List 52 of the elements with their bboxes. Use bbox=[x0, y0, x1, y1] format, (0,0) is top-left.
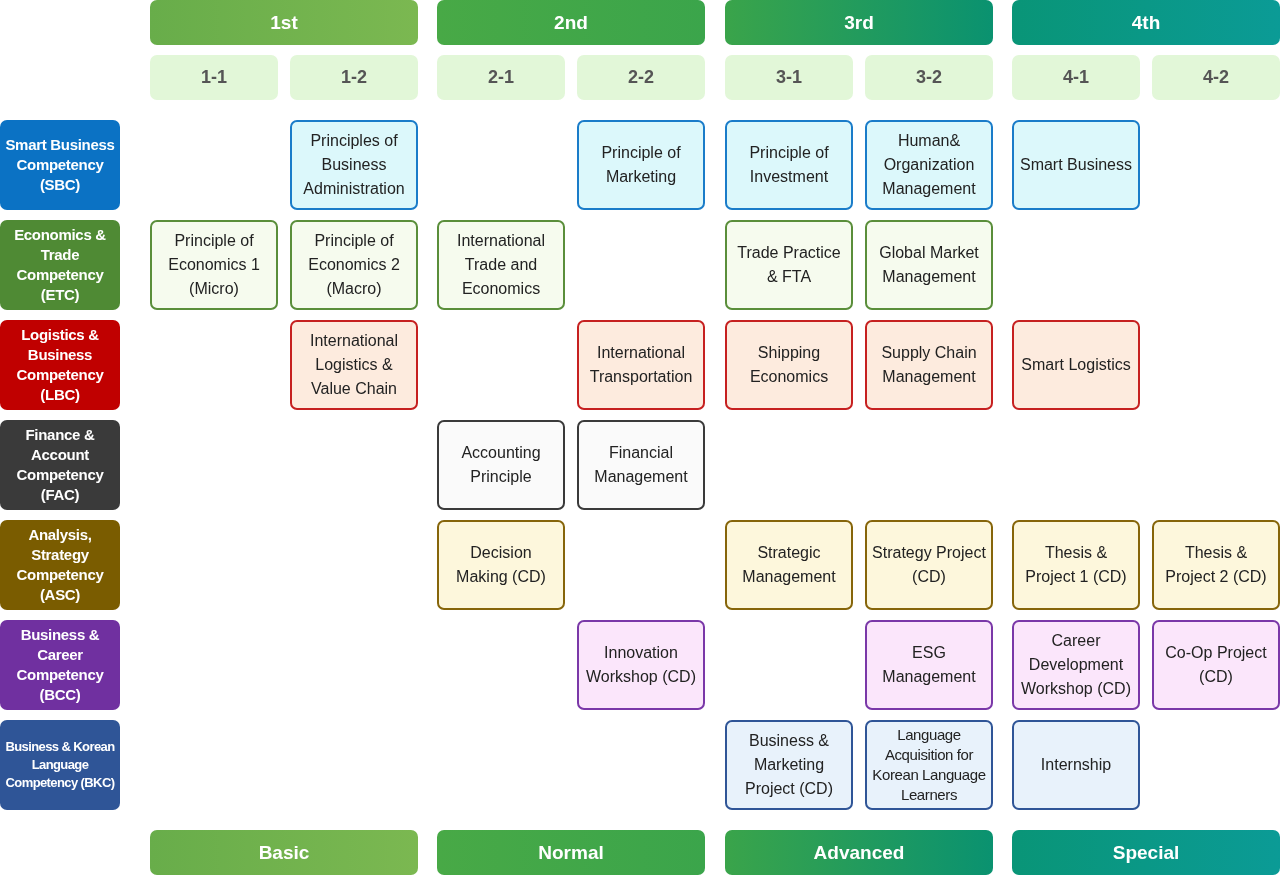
course-box: ESG Management bbox=[865, 620, 993, 710]
course-box: Career Development Workshop (CD) bbox=[1012, 620, 1140, 710]
category-label: Smart Business Competency (SBC) bbox=[0, 120, 120, 210]
course-box: International Trade and Economics bbox=[437, 220, 565, 310]
course-box: Innovation Workshop (CD) bbox=[577, 620, 705, 710]
course-box: Supply Chain Management bbox=[865, 320, 993, 410]
category-label: Business & Career Competency (BCC) bbox=[0, 620, 120, 710]
semester-header: 1-2 bbox=[290, 55, 418, 100]
course-box: Principle of Economics 1 (Micro) bbox=[150, 220, 278, 310]
category-label: Analysis, Strategy Competency (ASC) bbox=[0, 520, 120, 610]
course-box: Smart Logistics bbox=[1012, 320, 1140, 410]
course-box: Business & Marketing Project (CD) bbox=[725, 720, 853, 810]
course-box: Thesis & Project 2 (CD) bbox=[1152, 520, 1280, 610]
year-header: 2nd bbox=[437, 0, 705, 45]
year-header: 1st bbox=[150, 0, 418, 45]
level-bar: Advanced bbox=[725, 830, 993, 875]
course-box: Trade Practice & FTA bbox=[725, 220, 853, 310]
level-bar: Basic bbox=[150, 830, 418, 875]
semester-header: 3-2 bbox=[865, 55, 993, 100]
category-label: Logistics & Business Competency (LBC) bbox=[0, 320, 120, 410]
course-box: Language Acquisition for Korean Language Learners bbox=[865, 720, 993, 810]
course-box: Accounting Principle bbox=[437, 420, 565, 510]
course-box: Co-Op Project (CD) bbox=[1152, 620, 1280, 710]
course-box: Global Market Management bbox=[865, 220, 993, 310]
category-label: Economics & Trade Competency (ETC) bbox=[0, 220, 120, 310]
course-box: Human& Organization Management bbox=[865, 120, 993, 210]
course-box: Shipping Economics bbox=[725, 320, 853, 410]
year-header: 3rd bbox=[725, 0, 993, 45]
course-box: Principle of Investment bbox=[725, 120, 853, 210]
course-box: Financial Management bbox=[577, 420, 705, 510]
course-box: Internship bbox=[1012, 720, 1140, 810]
semester-header: 4-2 bbox=[1152, 55, 1280, 100]
semester-header: 2-2 bbox=[577, 55, 705, 100]
level-bar: Normal bbox=[437, 830, 705, 875]
level-bar: Special bbox=[1012, 830, 1280, 875]
semester-header: 1-1 bbox=[150, 55, 278, 100]
course-box: Smart Business bbox=[1012, 120, 1140, 210]
semester-header: 2-1 bbox=[437, 55, 565, 100]
course-box: International Logistics & Value Chain bbox=[290, 320, 418, 410]
course-box: Strategic Management bbox=[725, 520, 853, 610]
course-box: Principles of Business Administration bbox=[290, 120, 418, 210]
course-box: Strategy Project (CD) bbox=[865, 520, 993, 610]
course-box: Principle of Marketing bbox=[577, 120, 705, 210]
semester-header: 3-1 bbox=[725, 55, 853, 100]
course-box: Decision Making (CD) bbox=[437, 520, 565, 610]
course-box: International Transportation bbox=[577, 320, 705, 410]
semester-header: 4-1 bbox=[1012, 55, 1140, 100]
category-label: Finance & Account Competency (FAC) bbox=[0, 420, 120, 510]
course-box: Principle of Economics 2 (Macro) bbox=[290, 220, 418, 310]
year-header: 4th bbox=[1012, 0, 1280, 45]
course-box: Thesis & Project 1 (CD) bbox=[1012, 520, 1140, 610]
category-label: Business & Korean Language Competency (BKC) bbox=[0, 720, 120, 810]
